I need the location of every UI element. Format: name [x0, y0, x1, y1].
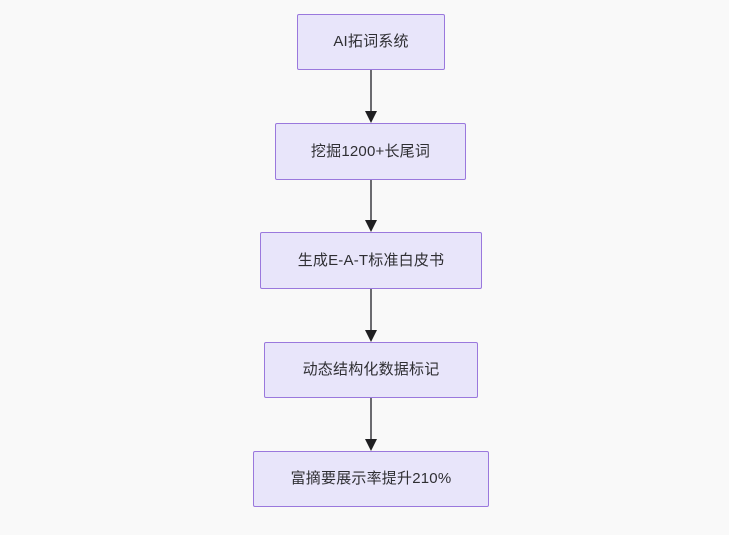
- edge-arrowhead-2: [365, 220, 377, 232]
- flow-node-label: 挖掘1200+长尾词: [310, 142, 431, 160]
- flow-node-dynamic-structured-data-markup[interactable]: 动态结构化数据标记: [264, 342, 478, 398]
- flow-node-label: AI拓词系统: [333, 33, 409, 50]
- flow-node-rich-snippet-rate-increase[interactable]: 富摘要展示率提升210%: [253, 451, 489, 507]
- flow-node-mine-longtail-keywords[interactable]: 挖掘1200+长尾词: [275, 123, 466, 180]
- edge-arrowhead-3: [365, 330, 377, 342]
- flow-node-label: 生成E-A-T标准白皮书: [297, 251, 445, 269]
- flow-node-label: 动态结构化数据标记: [302, 361, 440, 378]
- flow-node-label: 富摘要展示率提升210%: [290, 470, 452, 487]
- flow-node-ai-keyword-system[interactable]: AI拓词系统: [297, 14, 445, 70]
- edge-arrowhead-1: [365, 111, 377, 123]
- flow-node-generate-eat-whitepaper[interactable]: 生成E-A-T标准白皮书: [260, 232, 482, 289]
- edge-arrowhead-4: [365, 439, 377, 451]
